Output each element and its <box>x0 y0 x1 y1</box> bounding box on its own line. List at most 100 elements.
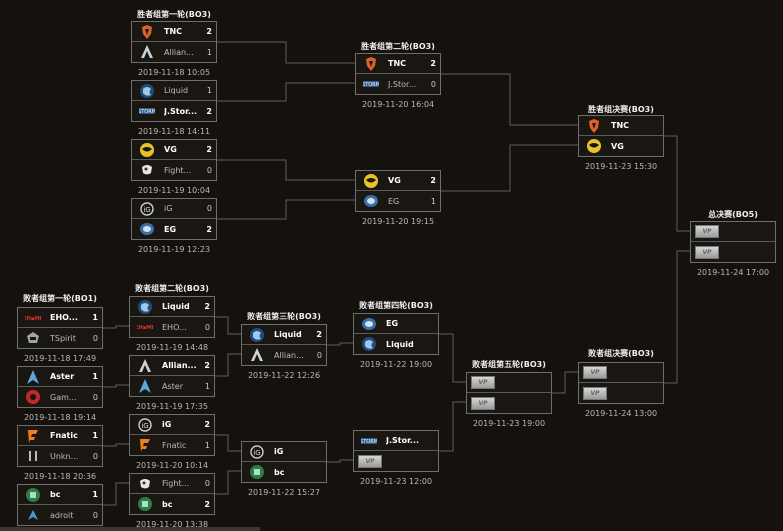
team-row[interactable]: VG <box>579 136 663 156</box>
team-score: 0 <box>204 322 210 332</box>
placeholder-team-icon: VP <box>695 245 719 259</box>
bracket-connector <box>215 470 241 495</box>
bc-logo-icon <box>25 487 41 503</box>
match-ubf[interactable]: TNC VG <box>578 115 664 157</box>
match-time: 2019-11-19 14:48 <box>135 343 209 352</box>
team-row[interactable]: bc <box>242 462 326 482</box>
title-lower-round-1: 败者组第一轮(BO1) <box>23 294 97 303</box>
placeholder-team-icon: VP <box>471 396 495 410</box>
match-time: 2019-11-20 16:04 <box>361 100 435 109</box>
team-row[interactable]: VP <box>691 242 775 262</box>
bracket-connector <box>327 342 353 346</box>
team-name: Gam... <box>50 392 77 402</box>
team-row[interactable]: Fight...0 <box>130 474 214 494</box>
match-time: 2019-11-20 19:15 <box>361 217 435 226</box>
fnatic-logo-icon <box>25 428 41 444</box>
team-row[interactable]: Allian...0 <box>242 345 326 365</box>
team-name: VG <box>611 141 624 151</box>
svg-text:iG: iG <box>143 206 150 214</box>
bracket-connector <box>217 159 355 181</box>
team-row[interactable]: VP <box>579 363 663 383</box>
team-row[interactable]: Gam... 0 <box>18 387 102 407</box>
team-row[interactable]: Allian...1 <box>132 42 216 62</box>
jstorm-logo-icon: STORM <box>139 103 155 119</box>
team-row[interactable]: Allian...2 <box>130 356 214 376</box>
horizontal-scrollbar[interactable] <box>0 527 260 531</box>
bracket-connector <box>215 434 241 452</box>
match-lb5[interactable]: VP VP <box>466 372 552 414</box>
bracket-connector <box>215 353 241 377</box>
team-score: 0 <box>316 350 322 360</box>
bracket-connector <box>103 384 129 388</box>
team-row[interactable]: Unkn...0 <box>18 446 102 466</box>
team-row[interactable]: EG <box>354 314 438 334</box>
team-row[interactable]: VP <box>691 222 775 242</box>
match-gf[interactable]: VP VP <box>690 221 776 263</box>
team-row[interactable]: Liquid <box>354 334 438 354</box>
match-lb4a[interactable]: EG Liquid <box>353 313 439 355</box>
liquid-logo-icon <box>139 83 155 99</box>
team-name: Liquid <box>386 339 414 349</box>
team-name: EG <box>388 196 400 206</box>
team-row[interactable]: VP <box>354 451 438 471</box>
team-row[interactable]: VP <box>579 383 663 403</box>
ig-logo-icon: iG <box>249 444 265 460</box>
team-row[interactable]: VP <box>467 373 551 393</box>
team-score: 0 <box>92 392 98 402</box>
placeholder-team-icon: VP <box>695 225 719 238</box>
team-name: bc <box>162 499 173 509</box>
liquid-logo-icon <box>137 299 153 315</box>
team-score: 0 <box>92 510 98 520</box>
title-grand-final: 总决赛(BO5) <box>708 210 758 219</box>
team-row[interactable]: TNC <box>579 116 663 136</box>
bracket-connector <box>327 459 353 463</box>
team-row[interactable]: VP <box>467 393 551 413</box>
team-row[interactable]: Fight...0 <box>132 160 216 180</box>
team-name: J.Stor... <box>386 436 420 445</box>
team-score: 1 <box>92 372 98 381</box>
